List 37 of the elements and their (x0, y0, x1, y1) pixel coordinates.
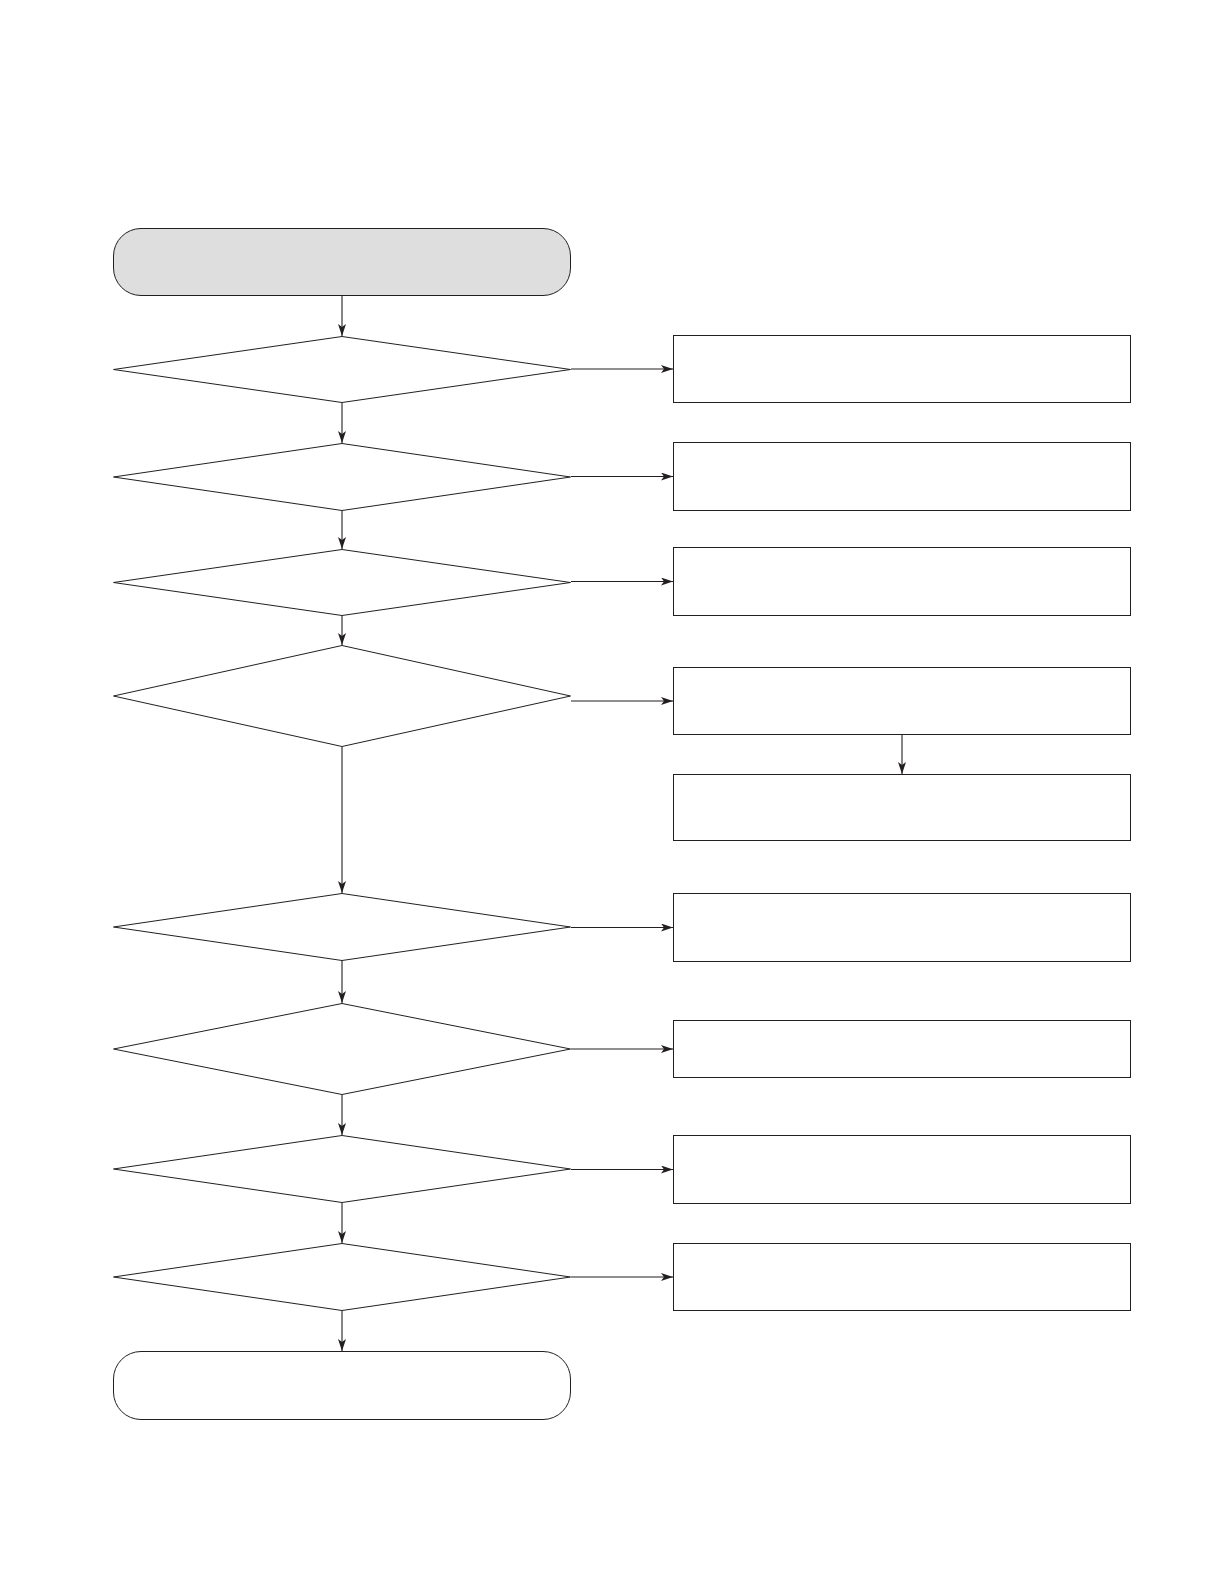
arrow (338, 1310, 346, 1352)
arrow (338, 295, 346, 337)
process-box (673, 893, 1131, 962)
arrow (570, 923, 674, 932)
decision-diamond (113, 336, 571, 403)
arrow (570, 365, 674, 373)
decision-diamond (113, 893, 571, 961)
arrow (570, 1045, 674, 1053)
arrow (338, 510, 346, 550)
decision-diamond (113, 645, 571, 747)
process-box (673, 442, 1131, 511)
process-box (673, 1243, 1131, 1311)
process-box (673, 774, 1131, 841)
arrow (570, 1165, 674, 1174)
start-terminal (113, 228, 571, 296)
arrow (338, 746, 346, 894)
arrow (338, 615, 346, 646)
decision-diamond (113, 549, 571, 616)
decision-diamond (113, 1003, 571, 1095)
arrow (570, 697, 674, 705)
arrow (570, 1273, 674, 1281)
end-terminal (113, 1351, 571, 1420)
process-box (673, 335, 1131, 403)
arrow (898, 734, 906, 775)
process-box (673, 1020, 1131, 1078)
process-box (673, 547, 1131, 616)
process-box (673, 667, 1131, 735)
arrow (338, 1094, 346, 1136)
arrow (338, 402, 346, 444)
arrow (570, 472, 674, 481)
arrow (338, 1202, 346, 1244)
arrow (570, 577, 674, 586)
decision-diamond (113, 1135, 571, 1203)
decision-diamond (113, 1243, 571, 1311)
decision-diamond (113, 443, 571, 511)
arrow (338, 960, 346, 1004)
process-box (673, 1135, 1131, 1204)
